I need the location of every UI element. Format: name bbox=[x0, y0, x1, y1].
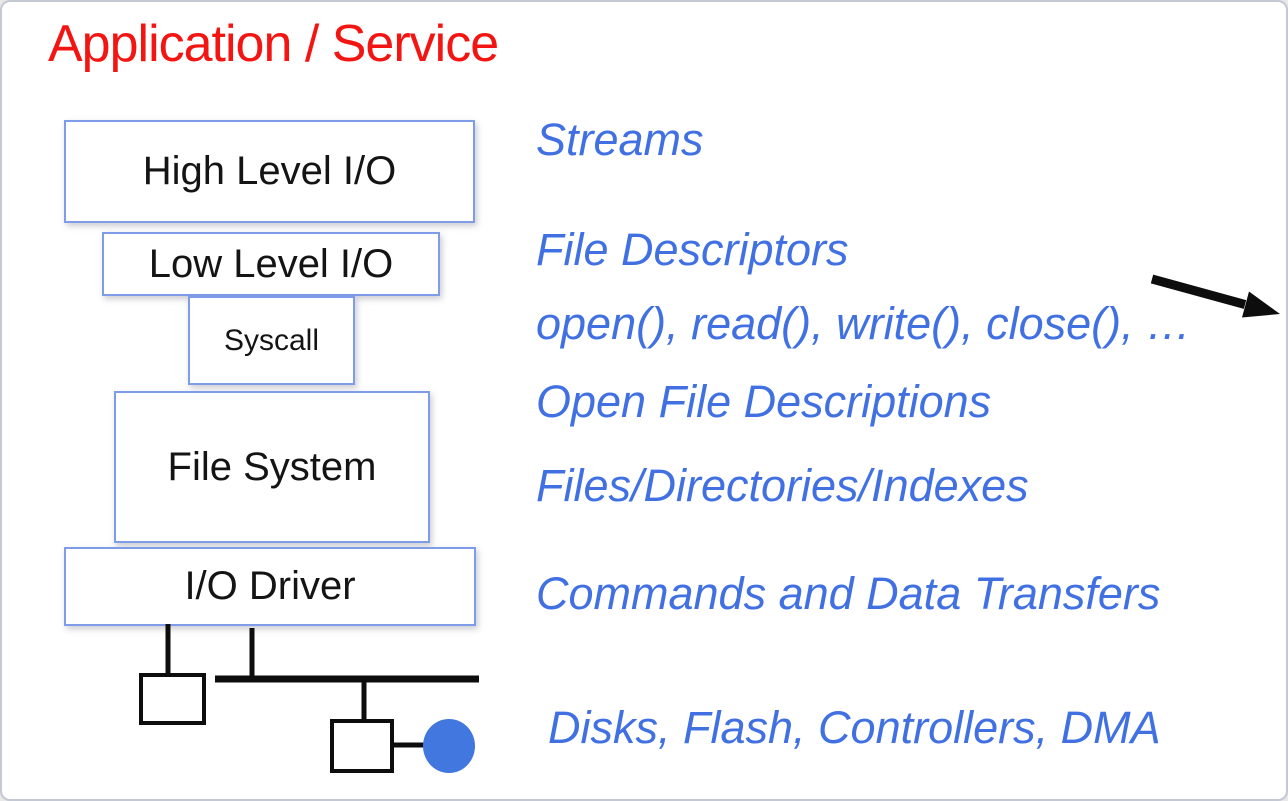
note-commands-data-transfers: Commands and Data Transfers bbox=[536, 568, 1161, 619]
box-low-level-io: Low Level I/O bbox=[102, 232, 440, 296]
note-open-file-descriptions: Open File Descriptions bbox=[536, 376, 992, 427]
box-file-system-label: File System bbox=[167, 444, 377, 489]
box-high-level-io: High Level I/O bbox=[64, 120, 475, 223]
page-title: Application / Service bbox=[48, 15, 499, 73]
note-files-directories-indexes: Files/Directories/Indexes bbox=[536, 460, 1029, 511]
note-file-descriptors: File Descriptors bbox=[536, 224, 849, 275]
note-streams: Streams bbox=[536, 114, 704, 165]
box-syscall: Syscall bbox=[188, 296, 355, 385]
box-file-system: File System bbox=[114, 391, 430, 543]
box-high-level-io-label: High Level I/O bbox=[142, 149, 397, 193]
box-low-level-io-label: Low Level I/O bbox=[148, 241, 394, 286]
note-syscall-api: open(), read(), write(), close(), … bbox=[536, 298, 1192, 349]
hardware-bus-diagram bbox=[139, 624, 479, 773]
box-io-driver: I/O Driver bbox=[64, 547, 476, 626]
dma-device-circle-icon bbox=[423, 719, 475, 773]
device-box-icon bbox=[330, 719, 394, 773]
arrow-right-icon bbox=[1150, 274, 1280, 318]
box-io-driver-label: I/O Driver bbox=[184, 564, 356, 608]
note-hardware-devices: Disks, Flash, Controllers, DMA bbox=[548, 702, 1161, 753]
device-box-icon bbox=[139, 673, 206, 725]
box-syscall-label: Syscall bbox=[223, 323, 320, 357]
